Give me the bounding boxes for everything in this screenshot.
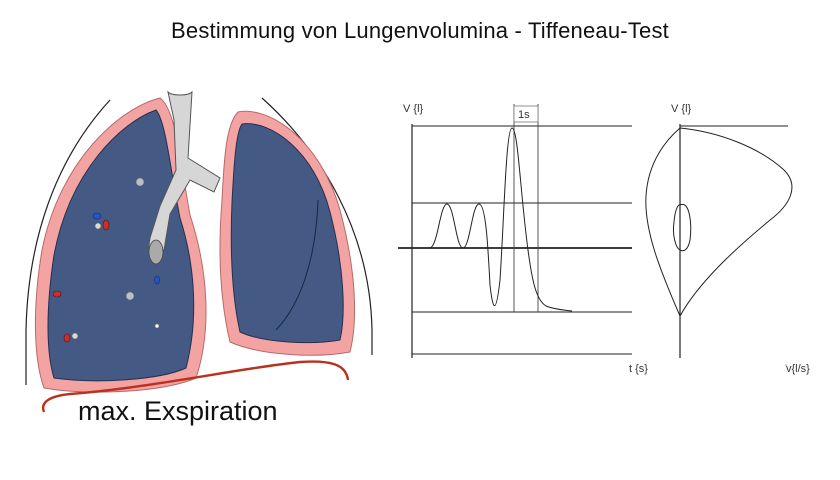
bronchus-opening bbox=[148, 239, 164, 265]
caption-text: max. Exspiration bbox=[78, 396, 278, 426]
lung-fissure bbox=[275, 199, 319, 331]
thorax-wall-right bbox=[261, 97, 373, 355]
flow-volume-y-label: V {l} bbox=[671, 103, 692, 115]
interval-label-box bbox=[513, 105, 539, 123]
spirogram: 1s V {l} t {s} bbox=[398, 103, 648, 375]
flow-volume-loop: V {l} ̇v{l/s} bbox=[645, 103, 810, 375]
lung-illustration bbox=[25, 90, 373, 413]
trachea bbox=[147, 90, 221, 253]
flow-volume-x-label: ̇v{l/s} bbox=[785, 363, 810, 375]
spirogram-x-label: t {s} bbox=[629, 363, 648, 375]
slide-title: Bestimmung von Lungenvolumina - Tiffenea… bbox=[171, 18, 669, 43]
interval-label: 1s bbox=[518, 109, 530, 121]
spirogram-y-label: V {l} bbox=[403, 103, 424, 115]
left-lung bbox=[47, 109, 195, 382]
lung-particles bbox=[52, 177, 160, 343]
spirogram-curve bbox=[429, 127, 573, 312]
right-lung bbox=[230, 123, 344, 344]
flow-volume-outer-loop bbox=[645, 127, 793, 318]
flow-volume-inner-loop bbox=[673, 203, 692, 252]
diaphragm bbox=[41, 360, 350, 413]
thorax-wall-left bbox=[25, 99, 111, 385]
